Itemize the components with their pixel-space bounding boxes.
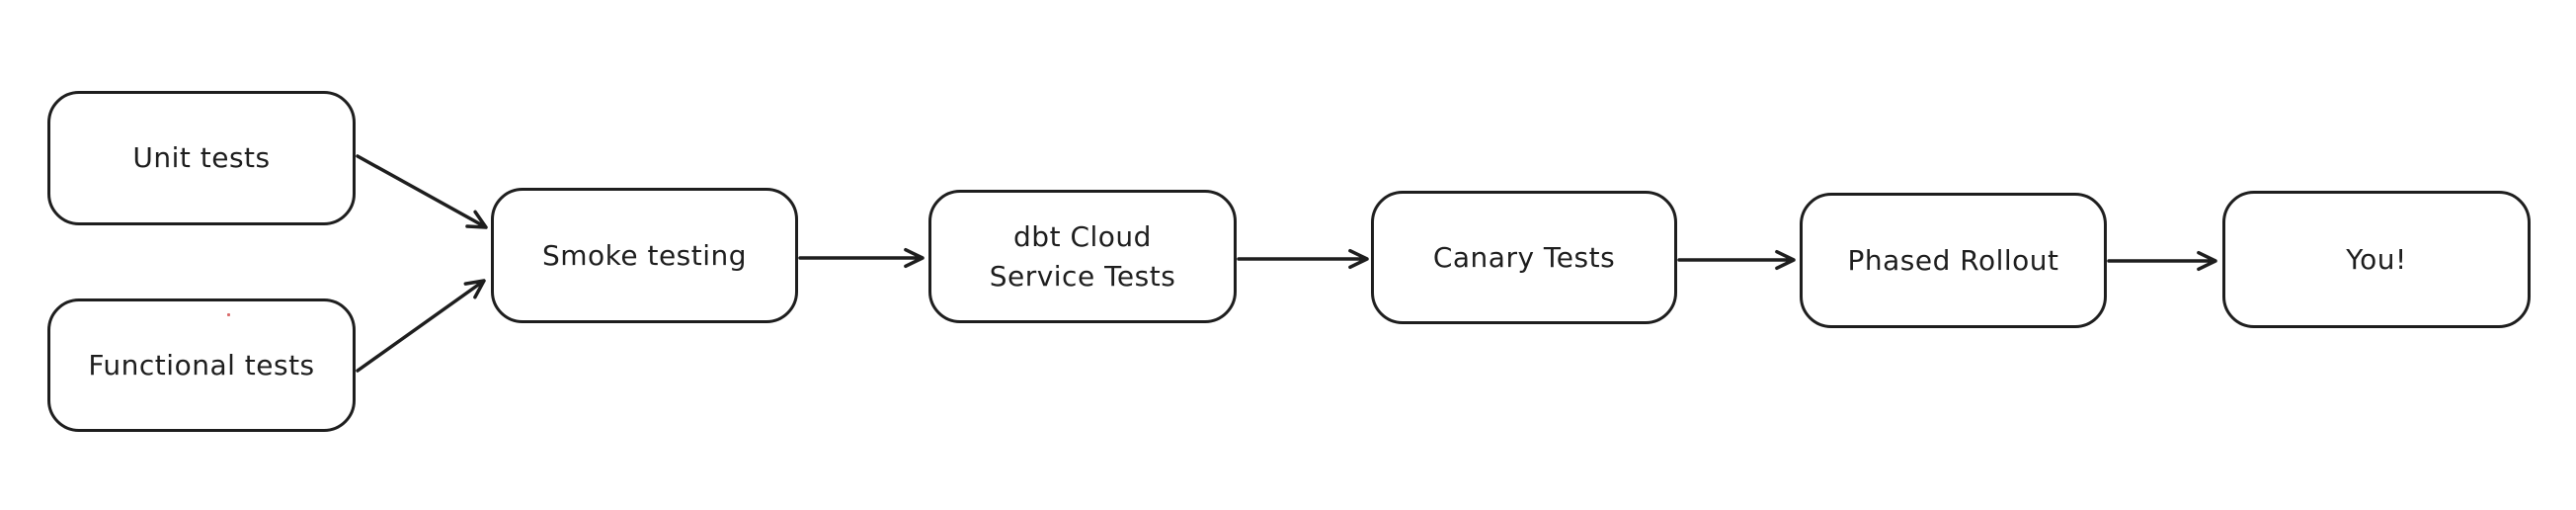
node-label-functional-tests: Functional tests (88, 348, 315, 382)
node-label-you: You! (2346, 242, 2407, 276)
stray-red-pixel (227, 313, 230, 316)
node-dbt-cloud-service-tests: dbt Cloud Service Tests (928, 190, 1237, 323)
node-label-phased-rollout: Phased Rollout (1847, 243, 2059, 277)
arrow-smoke-testing-to-dbt-cloud-service-tests (798, 247, 925, 269)
arrow-phased-rollout-to-you (2107, 250, 2217, 272)
node-label-dbt-cloud-service-tests: dbt Cloud Service Tests (989, 220, 1176, 293)
node-you: You! (2222, 191, 2531, 328)
node-smoke-testing: Smoke testing (491, 188, 798, 323)
node-functional-tests: Functional tests (47, 298, 356, 432)
node-label-canary-tests: Canary Tests (1432, 240, 1616, 274)
arrow-unit-tests-to-smoke-testing (356, 154, 488, 229)
node-label-unit-tests: Unit tests (132, 141, 271, 175)
arrow-dbt-cloud-service-tests-to-canary-tests (1237, 248, 1369, 270)
arrow-functional-tests-to-smoke-testing (356, 279, 486, 373)
node-unit-tests: Unit tests (47, 91, 356, 225)
node-phased-rollout: Phased Rollout (1800, 193, 2107, 328)
node-canary-tests: Canary Tests (1371, 191, 1677, 324)
arrow-canary-tests-to-phased-rollout (1677, 249, 1796, 271)
node-label-smoke-testing: Smoke testing (541, 238, 748, 272)
